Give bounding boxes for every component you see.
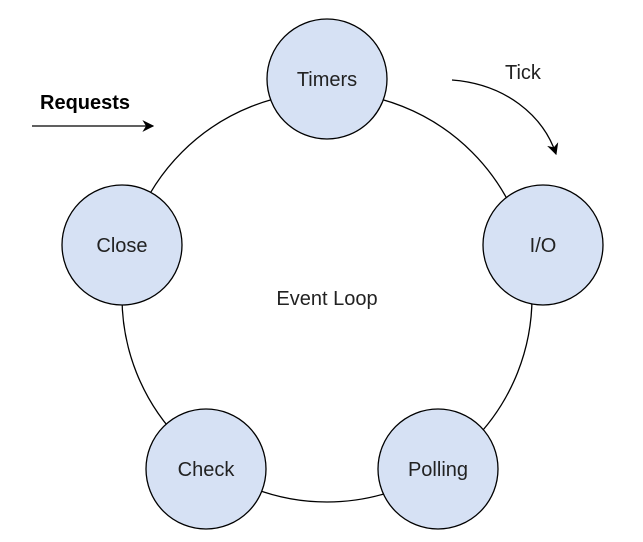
event-loop-label: Event Loop: [276, 288, 377, 310]
phase-label-io: I/O: [530, 235, 557, 257]
phase-label-polling: Polling: [408, 459, 468, 481]
phase-node-close: Close: [61, 184, 183, 306]
phase-label-timers: Timers: [297, 69, 357, 91]
phase-label-check: Check: [178, 459, 236, 481]
requests-label: Requests: [40, 92, 130, 114]
phase-node-polling: Polling: [377, 408, 499, 530]
phase-node-check: Check: [145, 408, 267, 530]
phase-label-close: Close: [96, 235, 147, 257]
tick-label: Tick: [505, 62, 542, 84]
tick-arrow: [451, 79, 559, 156]
requests-indicator: Requests: [32, 92, 155, 132]
phase-node-timers: Timers: [266, 18, 388, 140]
phase-node-io: I/O: [482, 184, 604, 306]
tick-indicator: Tick: [451, 62, 559, 156]
